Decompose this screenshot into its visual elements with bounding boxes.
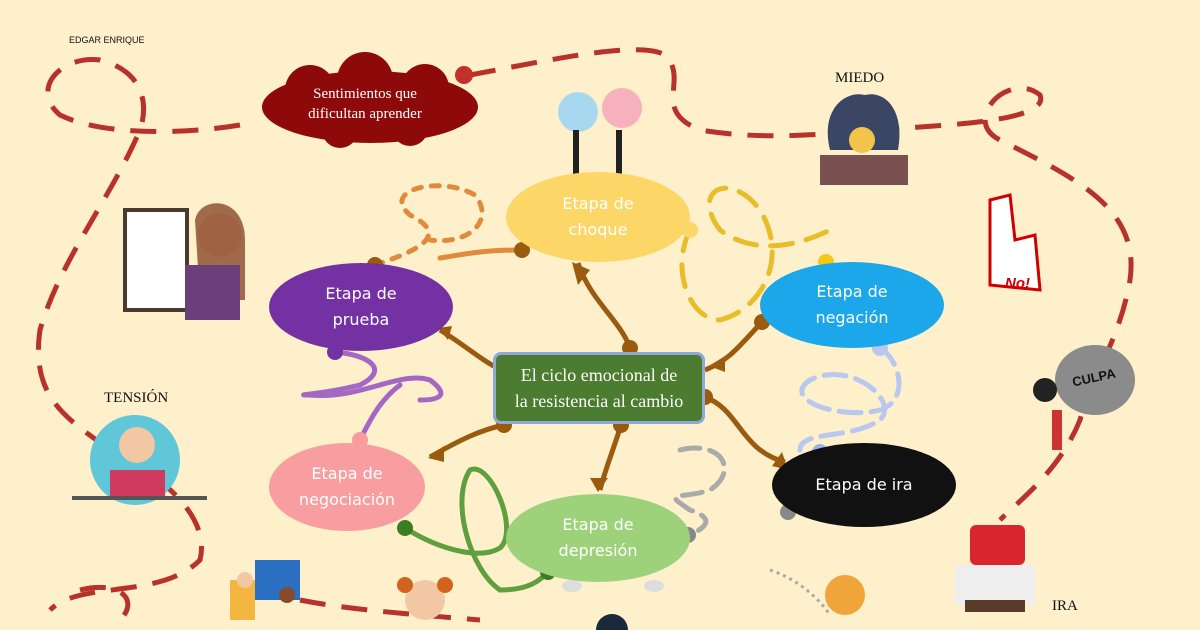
note-line-1: Sentimientos que	[313, 86, 417, 102]
decorative-squiggles	[301, 183, 902, 593]
rain-cloud-icons	[562, 580, 664, 630]
label-ira: IRA	[1052, 598, 1078, 614]
note-line-2: dificultan aprender	[308, 106, 422, 122]
stage-negociacion-line1: Etapa de	[311, 464, 383, 483]
fear-monster-illustration	[820, 94, 908, 185]
girl-illustration	[397, 577, 453, 620]
central-topic[interactable]: El ciclo emocional de la resistencia al c…	[493, 352, 705, 424]
stage-depresion[interactable]: Etapa de depresión	[506, 494, 690, 582]
stage-negacion[interactable]: Etapa de negación	[760, 262, 944, 348]
central-topic-line2: la resistencia al cambio	[514, 391, 684, 411]
stage-ira-line1: Etapa de ira	[815, 475, 913, 494]
checklist-woman-illustration	[123, 203, 245, 320]
label-miedo: MIEDO	[835, 70, 885, 86]
tension-woman-illustration	[72, 415, 207, 505]
speech-bubbles-illustration	[558, 88, 642, 185]
stage-negociacion-line2: negociación	[298, 490, 396, 509]
stage-depresion-line2: depresión	[558, 541, 638, 560]
stage-negociacion[interactable]: Etapa de negociación	[269, 443, 425, 531]
stage-prueba-line2: prueba	[332, 310, 390, 329]
blame-rock-illustration	[1033, 345, 1135, 450]
stage-choque-line1: Etapa de	[562, 194, 634, 213]
stage-depresion-line1: Etapa de	[562, 515, 634, 534]
anger-character-illustration	[955, 525, 1035, 612]
central-topic-line1: El ciclo emocional de	[520, 365, 678, 385]
stage-choque-line2: choque	[568, 220, 628, 239]
happy-kid-illustration	[769, 568, 865, 616]
stage-prueba[interactable]: Etapa de prueba	[269, 263, 453, 351]
label-tension: TENSIÓN	[104, 390, 169, 406]
stage-negacion-line2: negación	[815, 308, 889, 327]
no-text: No!	[1005, 275, 1030, 292]
author-name: EDGAR ENRIQUE	[69, 35, 145, 45]
stage-negacion-line1: Etapa de	[816, 282, 888, 301]
note-cloud-text: Sentimientos que dificultan aprender	[285, 84, 445, 124]
no-hand-illustration	[988, 193, 1042, 292]
stage-prueba-line1: Etapa de	[325, 284, 397, 303]
stage-ira[interactable]: Etapa de ira	[772, 443, 956, 527]
stage-choque[interactable]: Etapa de choque	[506, 172, 690, 262]
note-cloud	[262, 52, 478, 148]
puzzle-people-illustration	[230, 560, 300, 620]
